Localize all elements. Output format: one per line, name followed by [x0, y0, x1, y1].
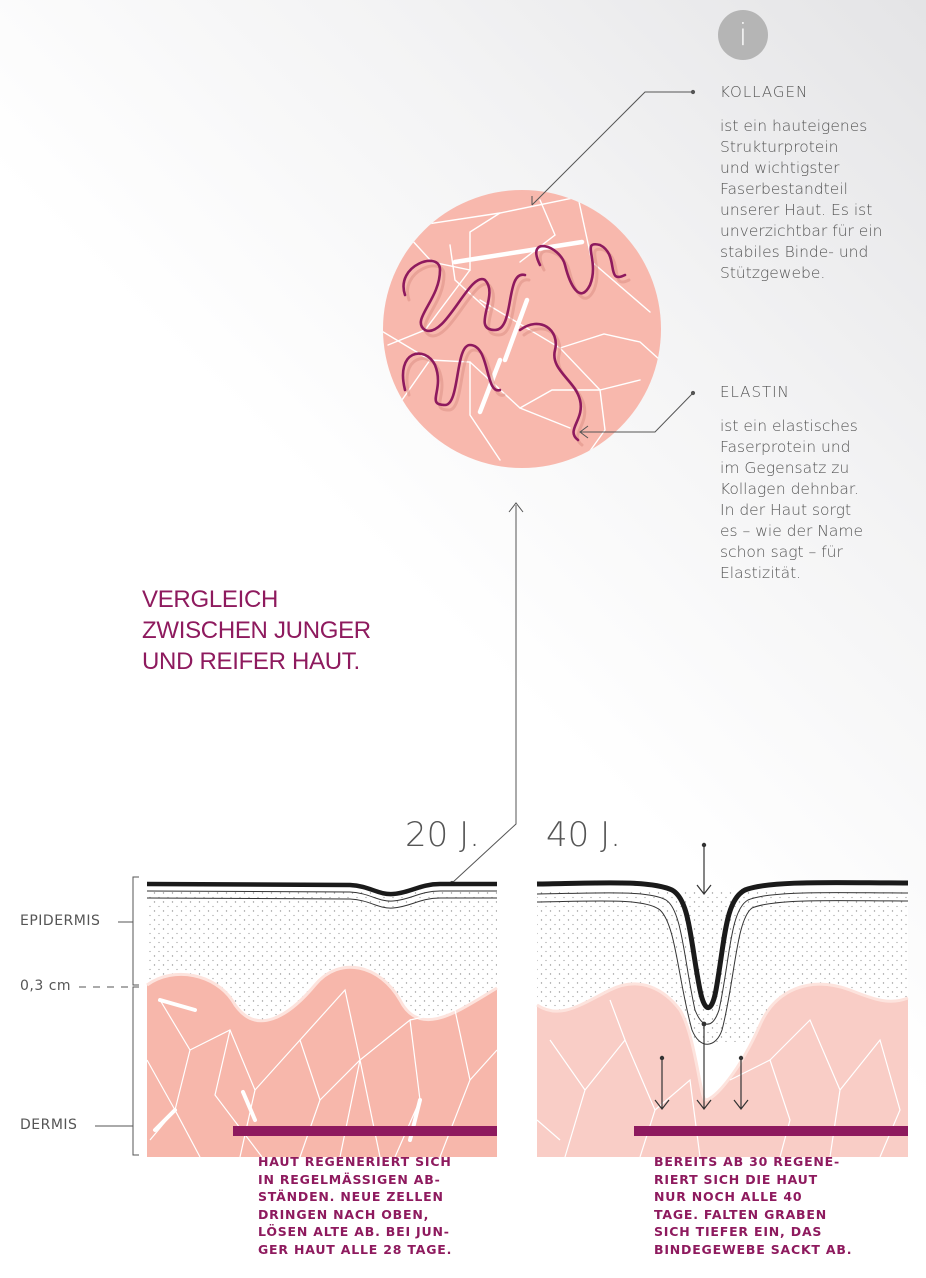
info-icon[interactable]: i [718, 10, 768, 60]
collagen-description: ist ein hauteigenes Strukturprotein und … [720, 116, 925, 284]
collagen-title: KOLLAGEN [720, 83, 808, 101]
young-skin-block [147, 884, 497, 1157]
mature-skin-block [537, 843, 908, 1157]
page-heading: VERGLEICH ZWISCHEN JUNGER UND REIFER HAU… [142, 584, 371, 677]
age-label-young: 20 J. [405, 815, 480, 855]
dermis-label: DERMIS [20, 1117, 77, 1133]
magnified-fiber-circle [380, 190, 661, 468]
age-label-mature: 40 J. [546, 815, 621, 855]
depth-label: 0,3 cm [20, 978, 71, 994]
epidermis-label: EPIDERMIS [20, 913, 100, 929]
collagen-leader-line [532, 90, 695, 205]
mature-skin-caption: BEREITS AB 30 REGENE- RIERT SICH DIE HAU… [654, 1153, 852, 1258]
elastin-description: ist ein elastisches Faserprotein und im … [720, 416, 925, 584]
elastin-title: ELASTIN [720, 383, 790, 401]
young-skin-caption: HAUT REGENERIERT SICH IN REGELMÄSSIGEN A… [258, 1153, 452, 1258]
